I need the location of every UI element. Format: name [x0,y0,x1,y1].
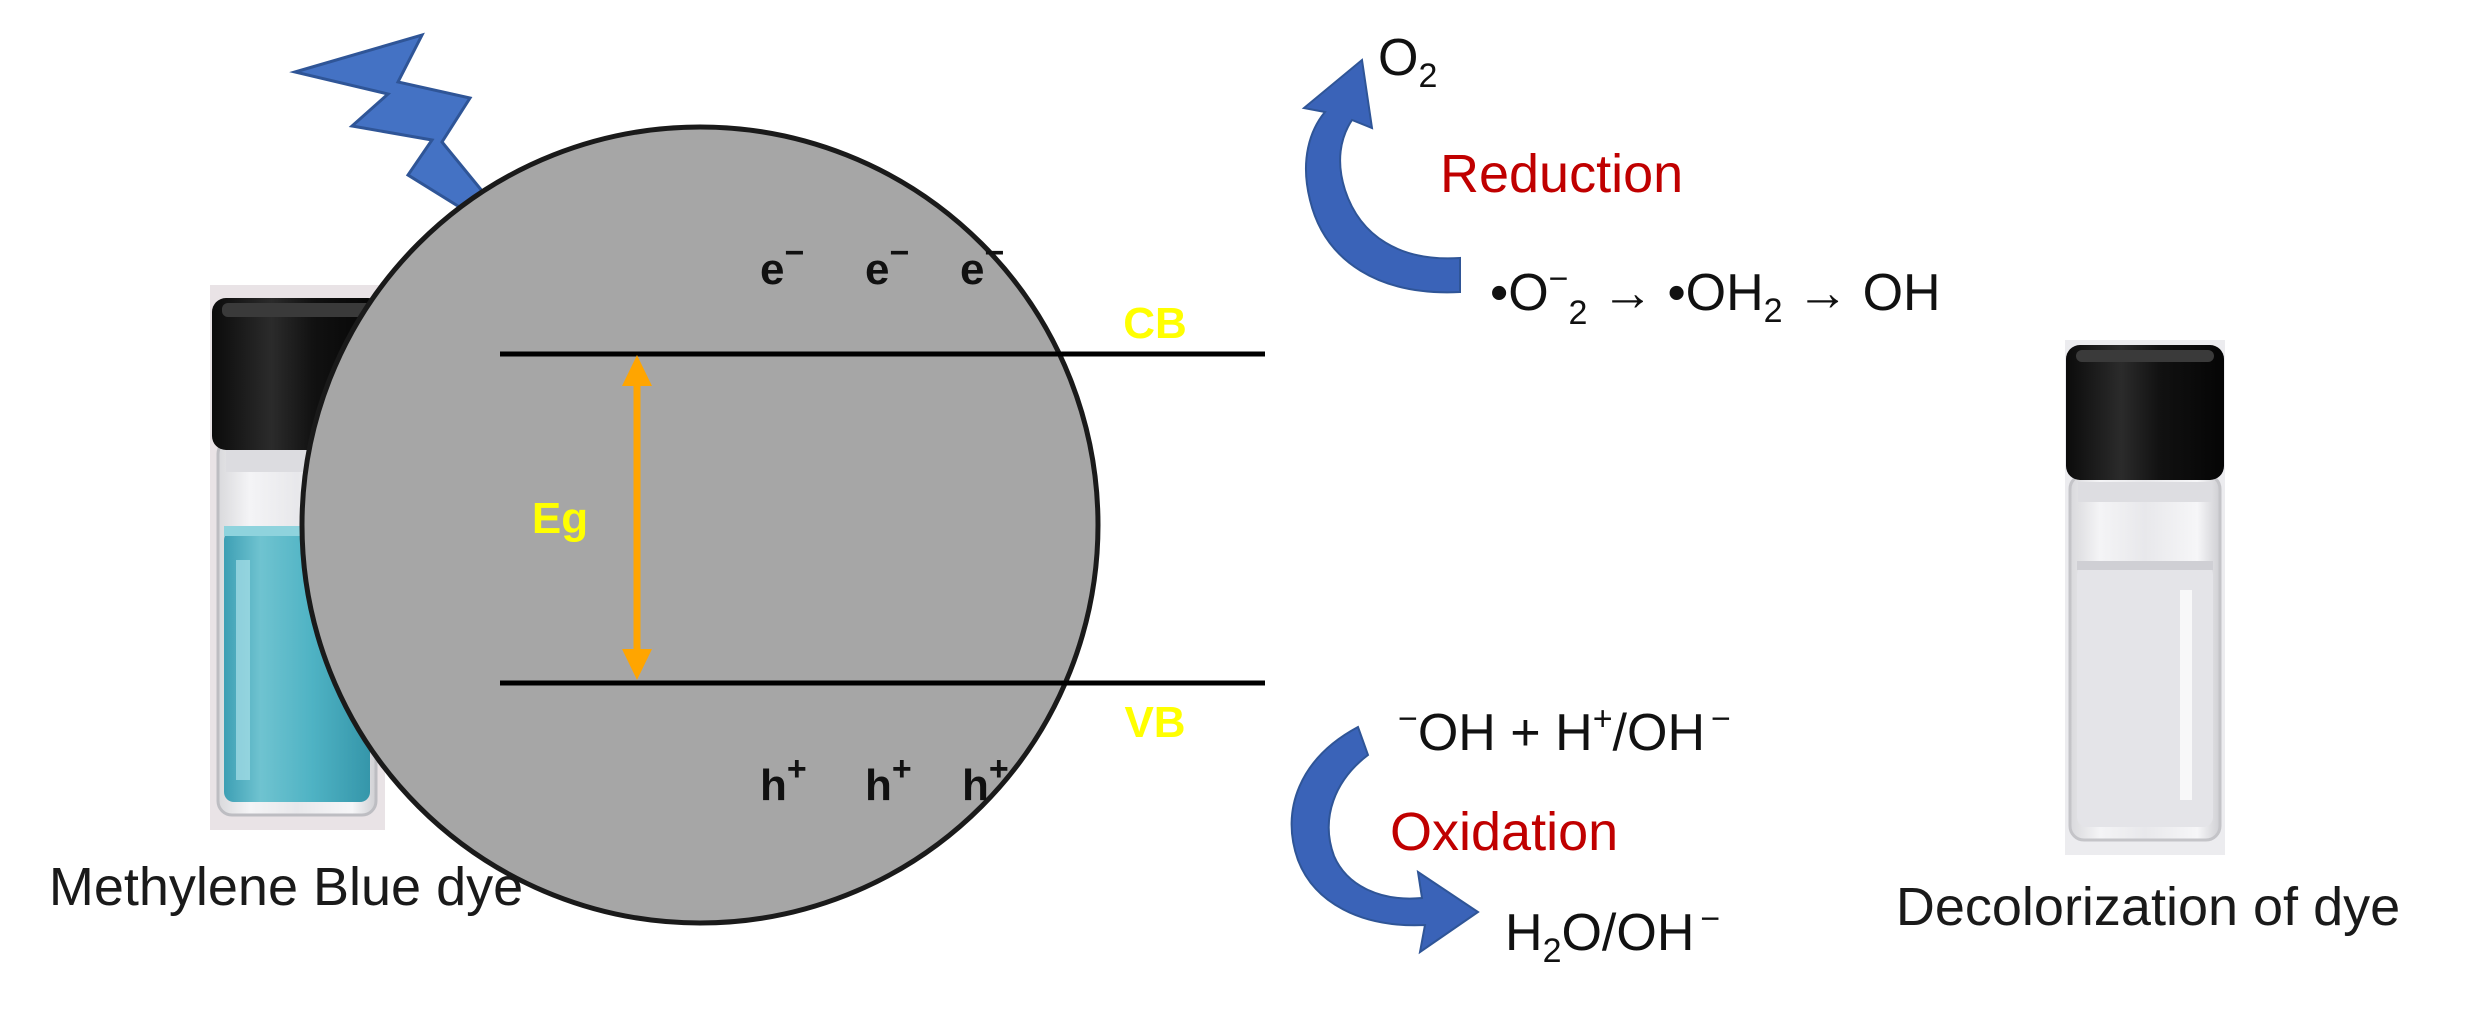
curved-arrow-down-icon [1290,725,1480,955]
liquid-meniscus [2077,561,2213,570]
oxidation-label: Oxidation [1390,802,1618,862]
curved-arrow-up-icon [1301,58,1461,294]
clear-liquid [2077,565,2213,827]
oxygen-product: O2 [1378,29,1437,95]
glass-highlight [2180,590,2192,800]
semiconductor-particle: Eg CB VB e− e− e− h+ h+ h+ [299,124,1265,926]
right-vial-caption: Decolorization of dye [1896,877,2400,937]
liquid-meniscus [224,526,370,536]
decolorized-vial [2065,340,2225,855]
oxidation-products: H2O/OH− [1505,900,1720,970]
electron-3: e− [960,234,1004,294]
vial-cap [2066,345,2224,480]
electron-1: e− [760,234,804,294]
band-gap-arrow [622,355,652,680]
conduction-band-label: CB [1123,299,1187,348]
left-vial-caption: Methylene Blue dye [49,857,523,917]
oxidation-reactants: −OH + H+/OH− [1398,700,1731,762]
reduction-label: Reduction [1440,144,1683,204]
band-gap-label: Eg [532,494,588,543]
hole-3: h+ [962,750,1009,810]
electron-2: e− [865,234,909,294]
cap-top-shine [2076,350,2214,362]
vial-neck [2078,482,2212,502]
reduction-pathway: •O−2→•OH2→OH [1490,260,1941,332]
particle-body [299,124,1101,926]
hole-2: h+ [865,750,912,810]
glass-highlight [236,560,250,780]
valence-band-label: VB [1124,698,1185,747]
cap-top-shine [222,303,372,317]
hole-1: h+ [760,750,807,810]
